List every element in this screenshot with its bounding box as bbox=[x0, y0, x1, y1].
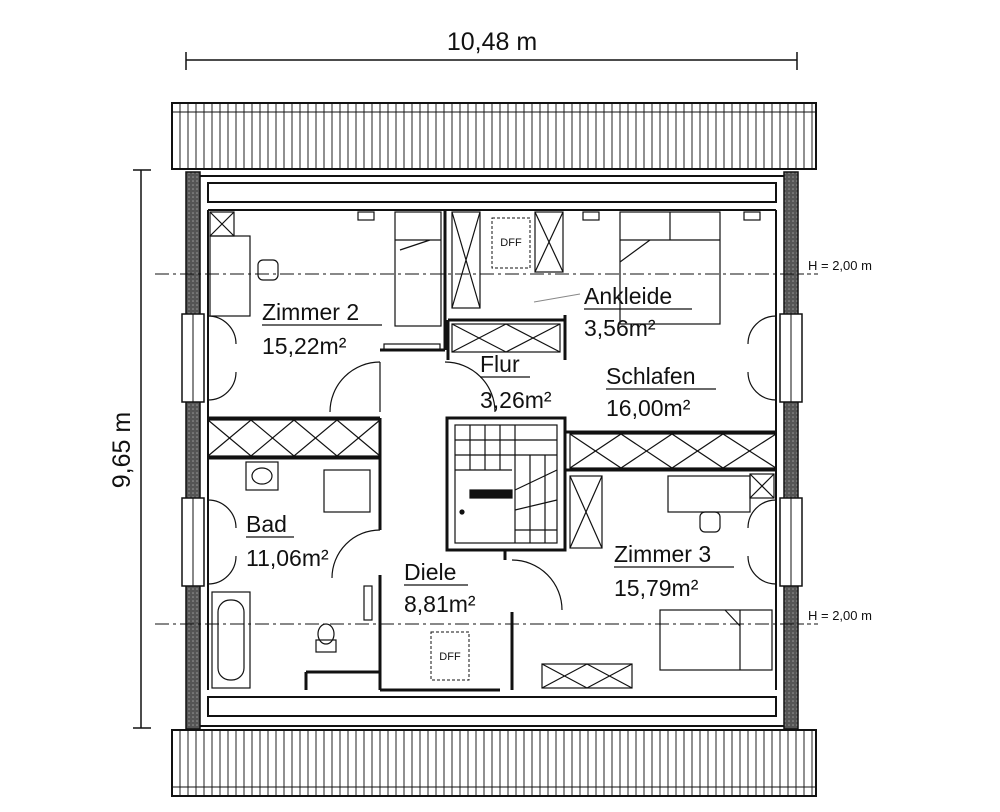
room-flur-name: Flur bbox=[480, 351, 520, 377]
roof-eave-top bbox=[171, 102, 817, 170]
skylight-bottom-label: DFF bbox=[439, 651, 461, 663]
room-diele-area: 8,81m² bbox=[404, 591, 476, 617]
room-zimmer2-name: Zimmer 2 bbox=[262, 299, 359, 325]
height-line-upper: H = 2,00 m bbox=[155, 258, 872, 275]
room-zimmer3-area: 15,79m² bbox=[614, 575, 699, 601]
height-line-lower: H = 2,00 m bbox=[155, 608, 872, 625]
room-bad-area: 11,06m² bbox=[246, 545, 329, 571]
room-zimmer3: Zimmer 3 15,79m² bbox=[614, 541, 734, 601]
staircase bbox=[454, 424, 558, 544]
exterior-walls bbox=[185, 171, 799, 730]
width-dimension-label: 10,48 m bbox=[447, 28, 537, 56]
skylight-bottom: DFF bbox=[430, 631, 470, 681]
room-schlafen: Schlafen 16,00m² bbox=[606, 363, 716, 421]
room-ankleide: Ankleide 3,56m² bbox=[584, 283, 692, 341]
depth-dimension-label: 9,65 m bbox=[108, 412, 136, 488]
height-line-lower-label: H = 2,00 m bbox=[808, 608, 872, 623]
interior-walls bbox=[208, 210, 776, 692]
room-schlafen-area: 16,00m² bbox=[606, 395, 691, 421]
room-bad: Bad 11,06m² bbox=[246, 511, 329, 571]
room-diele: Diele 8,81m² bbox=[404, 559, 476, 617]
room-schlafen-name: Schlafen bbox=[606, 363, 696, 389]
skylight-top: DFF bbox=[491, 217, 531, 269]
height-line-upper-label: H = 2,00 m bbox=[808, 258, 872, 273]
windows bbox=[181, 313, 803, 587]
room-ankleide-area: 3,56m² bbox=[584, 315, 656, 341]
skylight-top-label: DFF bbox=[500, 237, 522, 249]
furniture bbox=[209, 211, 773, 689]
depth-dimension: 9,65 m bbox=[108, 169, 151, 729]
width-dimension: 10,48 m bbox=[185, 28, 798, 70]
room-zimmer3-name: Zimmer 3 bbox=[614, 541, 711, 567]
room-bad-name: Bad bbox=[246, 511, 287, 537]
room-diele-name: Diele bbox=[404, 559, 456, 585]
room-ankleide-name: Ankleide bbox=[584, 283, 672, 309]
room-zimmer2: Zimmer 2 15,22m² bbox=[262, 299, 382, 359]
room-flur: Flur 3,26m² bbox=[480, 351, 552, 413]
wardrobes bbox=[207, 211, 777, 689]
ankleide-pointer bbox=[533, 293, 581, 303]
room-flur-area: 3,26m² bbox=[480, 387, 552, 413]
room-zimmer2-area: 15,22m² bbox=[262, 333, 347, 359]
roof-eave-bottom bbox=[171, 729, 817, 797]
